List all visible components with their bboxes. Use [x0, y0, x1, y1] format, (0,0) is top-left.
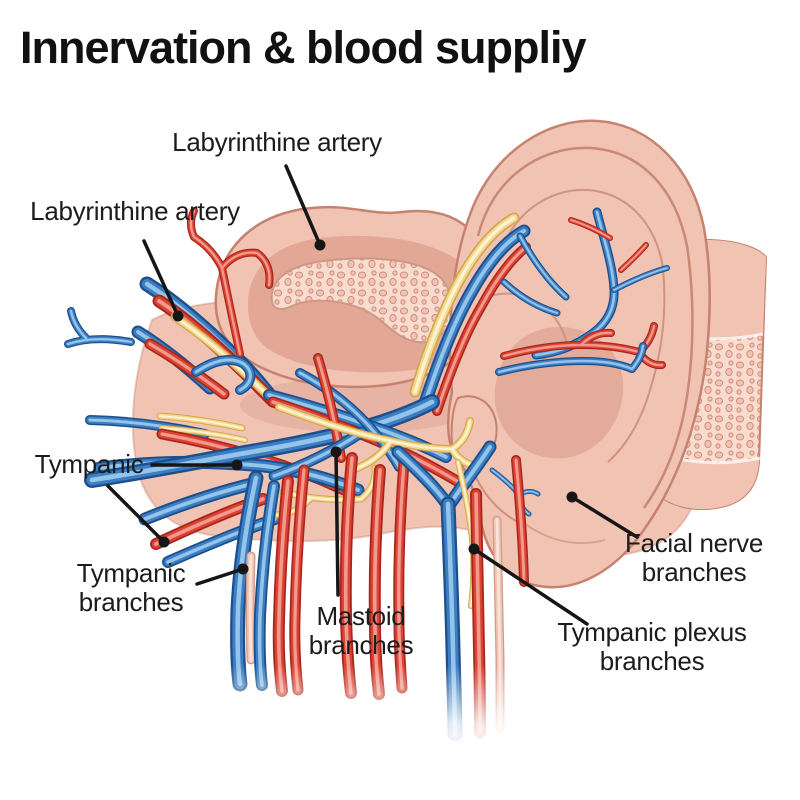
label-tympanic-branches: Tympanic branches	[76, 558, 186, 617]
page-title: Innervation & blood suppliy	[20, 22, 587, 73]
vein-horizontal-main	[89, 399, 435, 483]
leader-facial-nerve	[570, 495, 639, 539]
label-mastoid-branches: Mastoid branches	[308, 601, 414, 660]
vein-plexus-3	[272, 430, 364, 478]
label-labyrinthine-artery-left: Labyrinthine artery	[30, 196, 240, 226]
nerve-arc	[413, 216, 516, 394]
bottom-fade	[130, 630, 550, 800]
artery-arc	[435, 245, 528, 413]
vein-loop	[194, 358, 252, 392]
label-labyrinthine-artery-top: Labyrinthine artery	[172, 127, 382, 157]
leader-lines	[106, 164, 639, 626]
vein-arc	[424, 229, 526, 402]
leader-labyrinthine-top	[284, 164, 322, 247]
artery-twig-upper	[570, 219, 611, 239]
nerve-plexus	[277, 405, 481, 473]
artery-descending-right-2	[514, 458, 526, 584]
artery-entering-2	[148, 342, 226, 396]
label-tympanic: Tympanic	[34, 449, 144, 479]
artery-twig-right	[620, 244, 647, 271]
nerve-horizontal-b	[161, 427, 246, 441]
lobe-crease	[519, 519, 606, 544]
label-tympanic-plexus-branches: Tympanic plexus branches	[557, 617, 747, 676]
leader-tympanic-b	[106, 484, 166, 544]
leader-tympanic-branches	[195, 567, 245, 586]
vein-link-1	[518, 234, 568, 299]
leader-mastoid-branches	[334, 450, 340, 597]
canal-bone-core	[270, 257, 454, 344]
label-facial-nerve-branches: Facial nerve branches	[624, 528, 764, 587]
artery-pinna-horizontal	[502, 324, 664, 367]
nerve-horizontal-a	[158, 414, 244, 430]
vein-left-fork	[66, 309, 133, 346]
vein-stub-1	[143, 481, 258, 521]
leader-tympanic-plexus	[472, 547, 589, 626]
vein-twig-right	[613, 267, 668, 291]
artery-y-branch	[189, 209, 271, 356]
leader-labyrinthine-left	[142, 239, 180, 318]
vein-pinna-horizontal	[497, 344, 645, 374]
helix-fold	[476, 146, 694, 509]
vein-link-2	[502, 280, 559, 315]
ear-canal-cross-section	[214, 205, 492, 389]
